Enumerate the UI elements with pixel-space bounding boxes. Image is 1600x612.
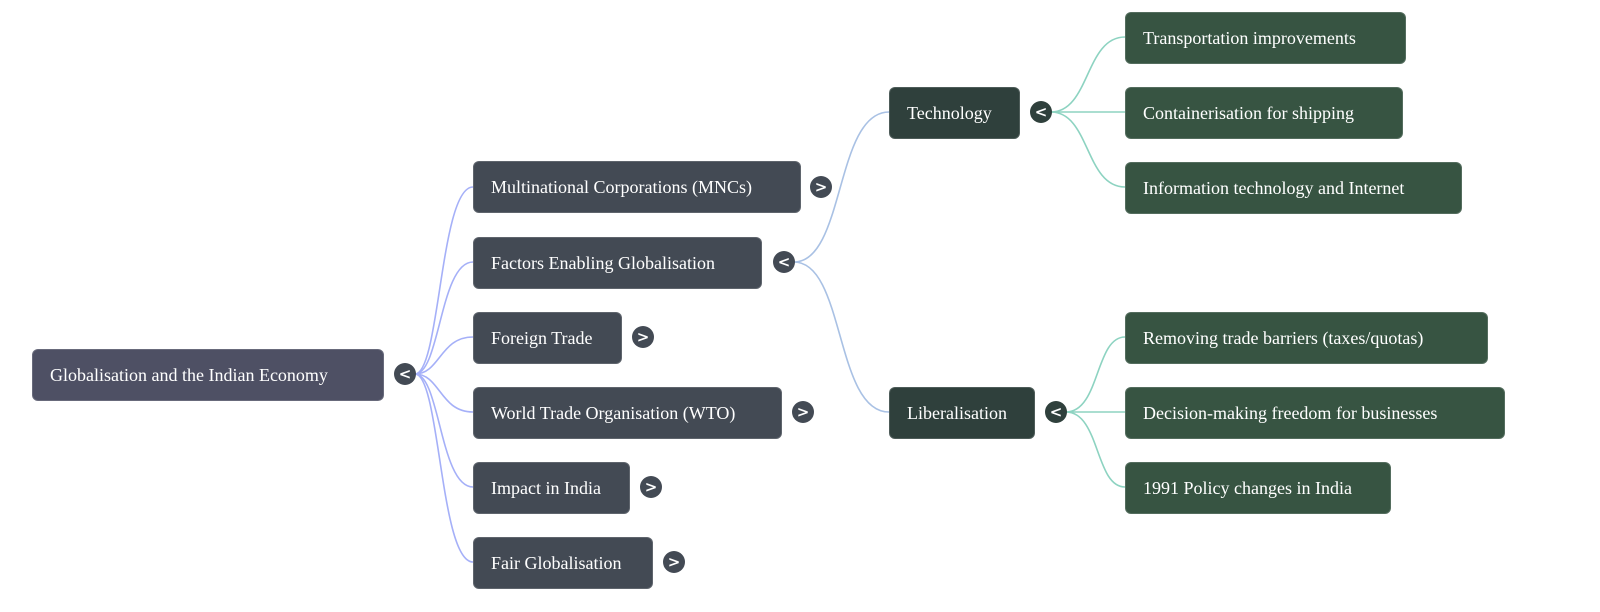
root-node[interactable]: Globalisation and the Indian Economy	[32, 349, 384, 401]
node-containerisation[interactable]: Containerisation for shipping	[1125, 87, 1403, 139]
edge-tech-transport	[1050, 36, 1126, 113]
node-removing-trade-barriers[interactable]: Removing trade barriers (taxes/quotas)	[1125, 312, 1488, 364]
expand-toggle-mncs[interactable]: >	[810, 176, 832, 198]
node-wto[interactable]: World Trade Organisation (WTO)	[473, 387, 782, 439]
expand-toggle-wto[interactable]: >	[792, 401, 814, 423]
edge-root-wto	[414, 373, 474, 413]
edge-tech-it	[1050, 111, 1126, 188]
expand-toggle-impact[interactable]: >	[640, 476, 662, 498]
node-fair-globalisation[interactable]: Fair Globalisation	[473, 537, 653, 589]
node-transportation[interactable]: Transportation improvements	[1125, 12, 1406, 64]
edge-root-fair	[414, 373, 474, 563]
edge-lib-1991	[1065, 411, 1126, 488]
edge-root-foreign-trade	[414, 336, 474, 375]
edge-root-impact	[414, 373, 474, 488]
expand-toggle-foreign-trade[interactable]: >	[632, 326, 654, 348]
node-foreign-trade[interactable]: Foreign Trade	[473, 312, 622, 364]
node-impact-in-india[interactable]: Impact in India	[473, 462, 630, 514]
node-information-technology[interactable]: Information technology and Internet	[1125, 162, 1462, 214]
edge-lib-barriers	[1065, 336, 1126, 413]
node-1991-policy[interactable]: 1991 Policy changes in India	[1125, 462, 1391, 514]
node-decision-making-freedom[interactable]: Decision-making freedom for businesses	[1125, 387, 1505, 439]
collapse-toggle-factors[interactable]: <	[773, 251, 795, 273]
edge-factors-technology	[793, 111, 890, 263]
collapse-toggle-liberalisation[interactable]: <	[1045, 401, 1067, 423]
root-collapse-toggle[interactable]: <	[394, 363, 416, 385]
node-mncs[interactable]: Multinational Corporations (MNCs)	[473, 161, 801, 213]
expand-toggle-fair[interactable]: >	[663, 551, 685, 573]
node-factors-enabling-globalisation[interactable]: Factors Enabling Globalisation	[473, 237, 762, 289]
edge-root-mncs	[414, 186, 474, 375]
edge-factors-liberalisation	[793, 261, 890, 413]
edge-root-factors	[414, 261, 474, 375]
node-liberalisation[interactable]: Liberalisation	[889, 387, 1035, 439]
collapse-toggle-technology[interactable]: <	[1030, 101, 1052, 123]
node-technology[interactable]: Technology	[889, 87, 1020, 139]
